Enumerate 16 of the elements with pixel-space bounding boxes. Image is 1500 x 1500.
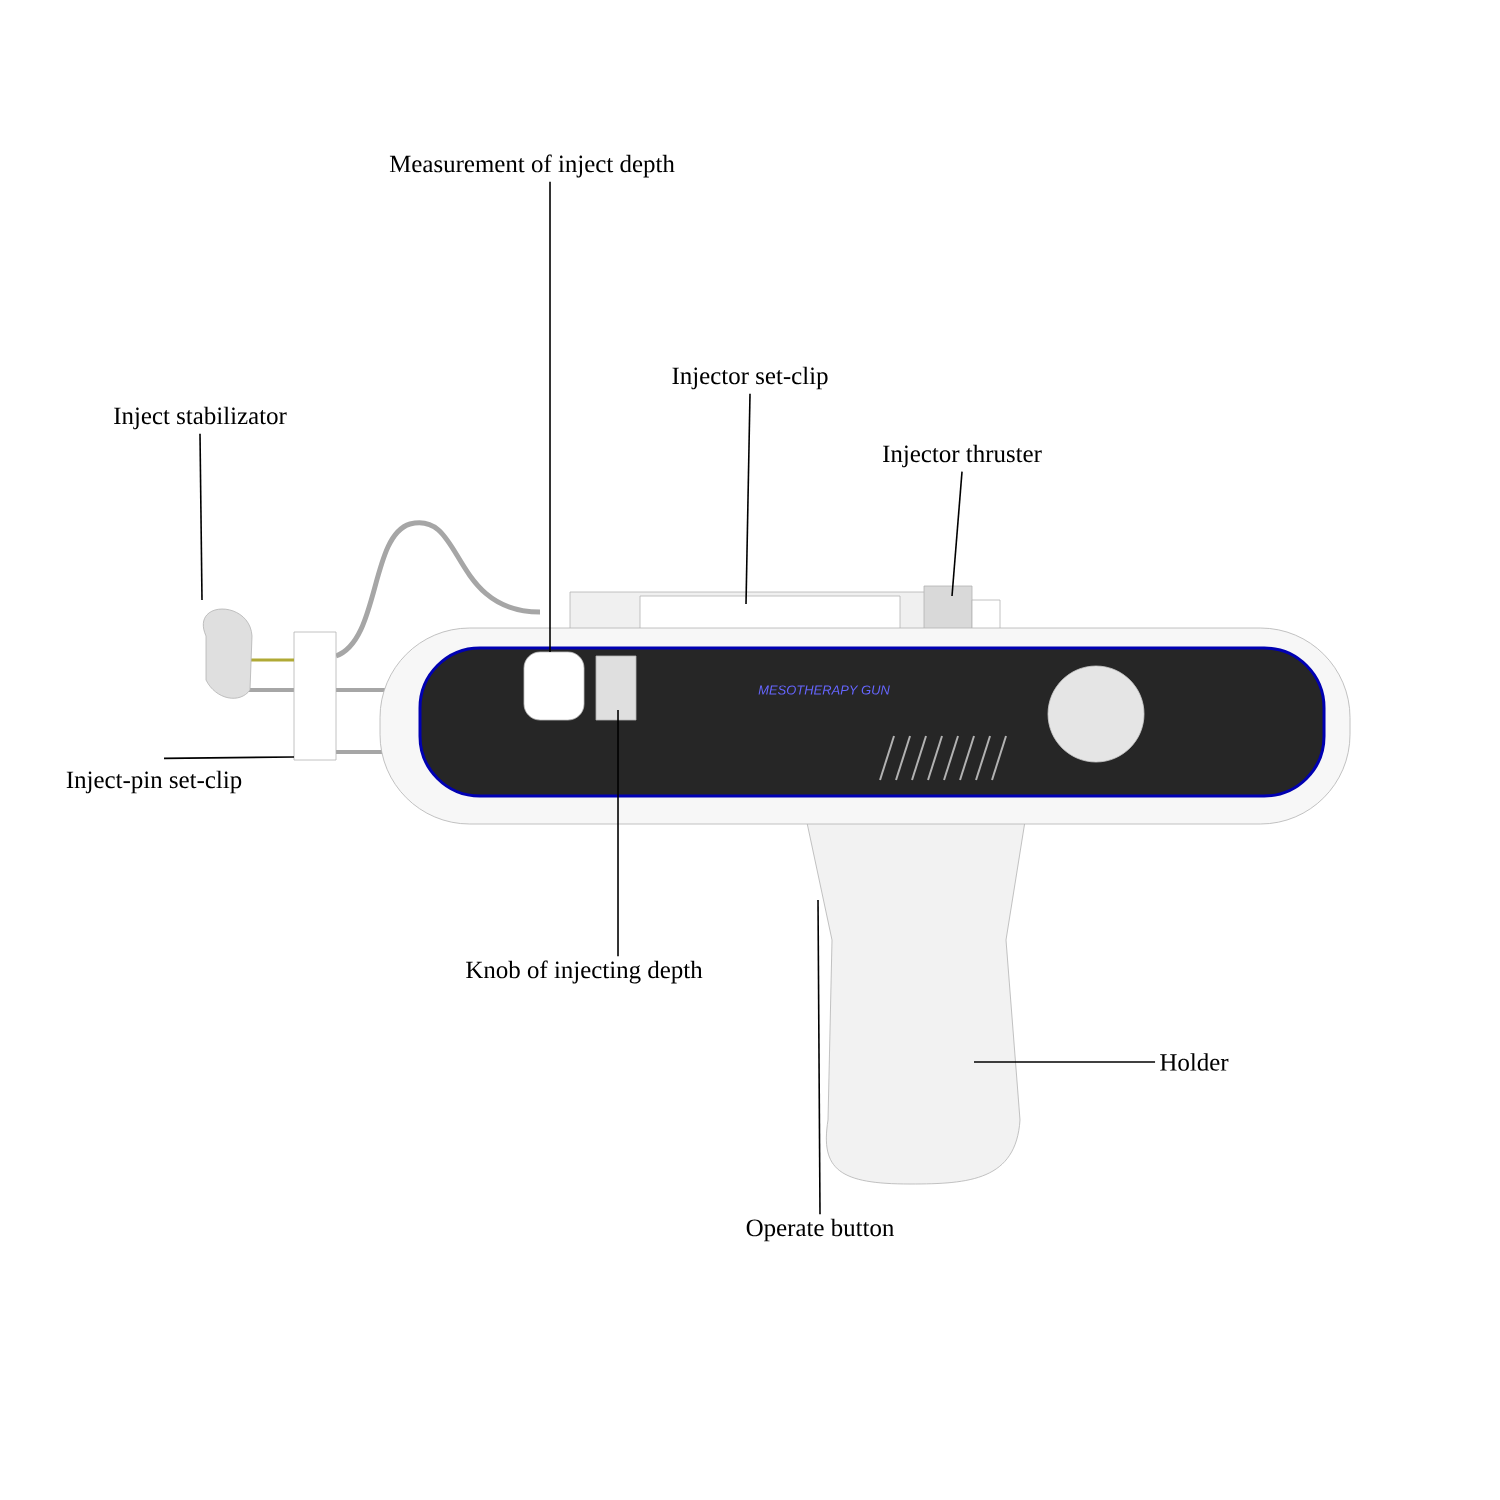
leader-line — [745, 392, 751, 605]
part-label: Operate button — [746, 1218, 894, 1242]
leader-line — [163, 756, 295, 760]
part-label: Measurement of inject depth — [389, 154, 675, 178]
leader-line — [199, 432, 203, 601]
part-label: Injector set-clip — [672, 366, 828, 390]
part-label: Injector thruster — [883, 444, 1042, 468]
leader-line — [617, 709, 619, 957]
leader-line — [817, 899, 821, 1216]
leader-line — [549, 181, 551, 653]
part-label: Holder — [1160, 1053, 1229, 1071]
part-label: Inject-pin set-clip — [66, 770, 242, 794]
leader-line — [951, 470, 963, 597]
part-label: Knob of injecting depth — [466, 960, 703, 984]
leader-line — [973, 1061, 1156, 1063]
part-label: Inject stabilizator — [114, 406, 287, 430]
